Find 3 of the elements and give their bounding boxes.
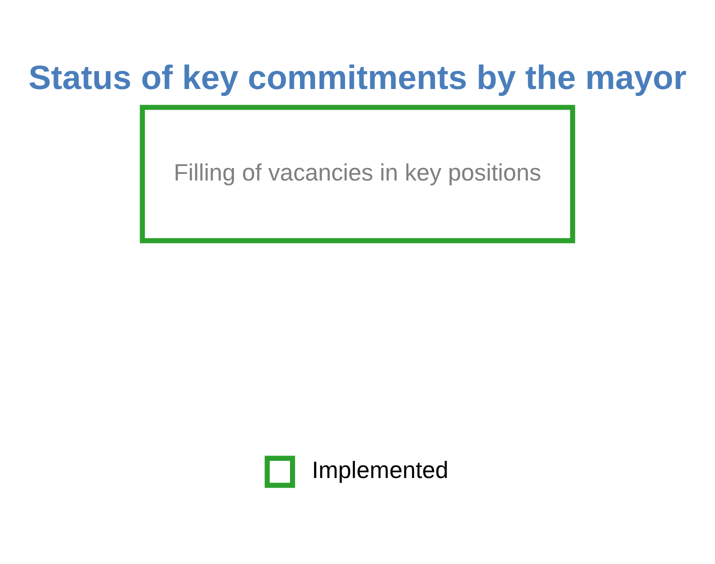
diagram-title: Status of key commitments by the mayor [28,58,686,97]
legend-label: Implemented [312,458,448,484]
node-box: Filling of vacancies in key positions [140,104,576,244]
